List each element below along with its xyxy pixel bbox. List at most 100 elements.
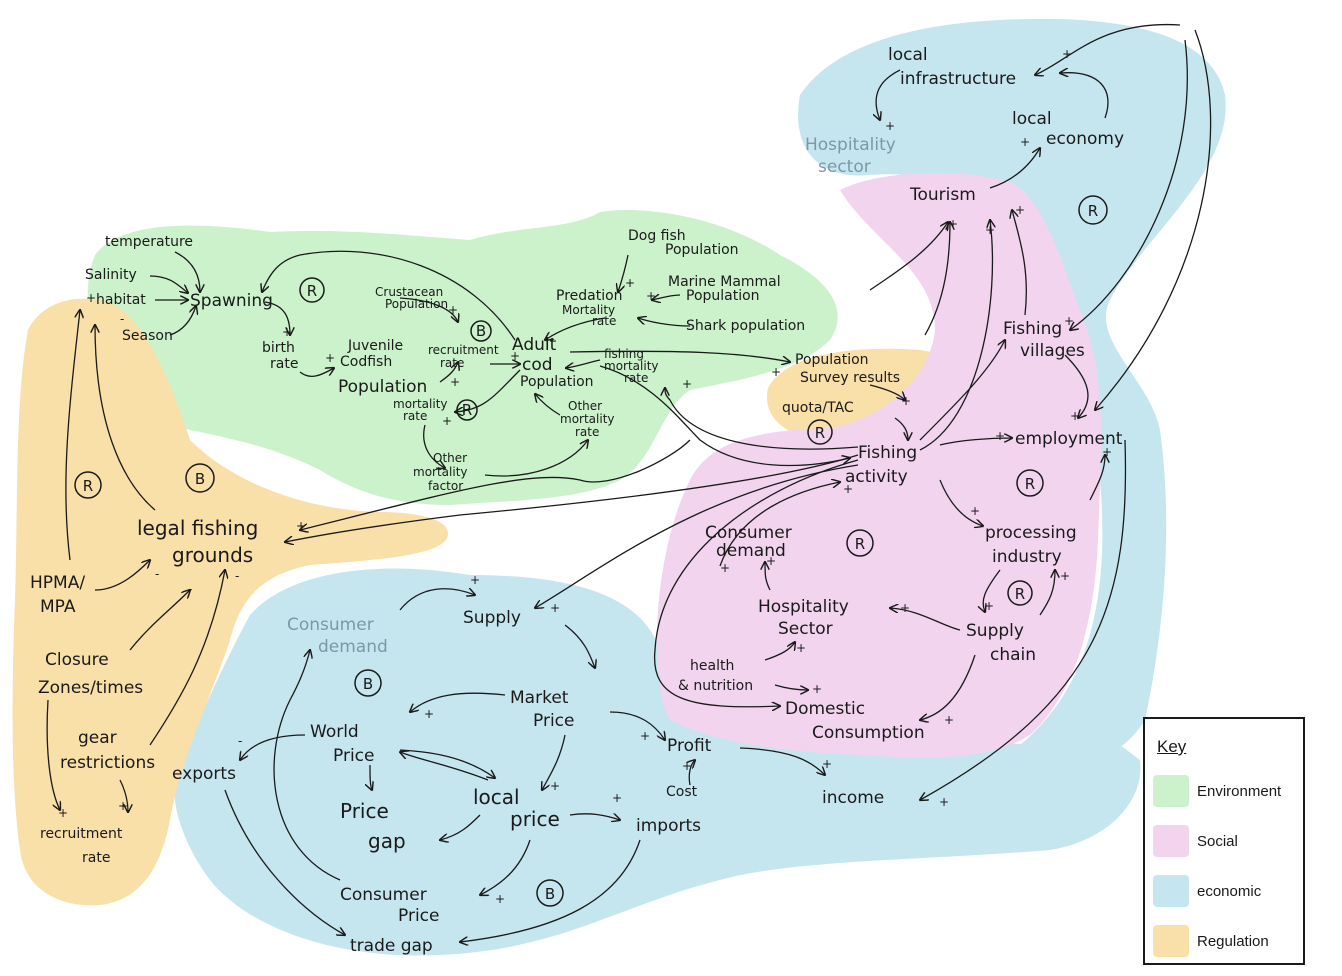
local-economy-label: local (1012, 109, 1052, 129)
plus-sign: + (944, 713, 954, 727)
other-mortality-rate-label: Other (568, 399, 602, 413)
minus-sign: - (188, 582, 192, 596)
regulation-labels: Population Survey results quota/TAC lega… (30, 352, 900, 866)
legend-label: economic (1197, 883, 1262, 900)
economic-region-top (798, 18, 1226, 767)
plus-sign: + (442, 414, 452, 428)
plus-sign: + (640, 729, 650, 743)
crustacean-population-label: Population (385, 297, 448, 311)
dogfish-label: Dog fish (628, 228, 686, 244)
loop-marker: R (1016, 469, 1044, 497)
supply-chain-label: chain (990, 645, 1036, 665)
economic-bottom-labels: Consumer demand Supply Market Price Worl… (172, 608, 884, 956)
plus-sign: + (901, 394, 911, 408)
legend-item-economic: economic (1153, 875, 1303, 915)
local-price-label: price (510, 807, 560, 831)
economic-region-bottom (174, 568, 1141, 956)
plus-sign: + (625, 276, 635, 290)
plus-sign: + (612, 791, 622, 805)
birth-rate-label: birth (262, 340, 295, 356)
domestic-consumption-label: Domestic (785, 699, 865, 719)
world-price-label: World (310, 722, 359, 742)
plus-sign: + (812, 682, 822, 696)
loop-marker: B (470, 320, 492, 342)
plus-sign: + (985, 223, 995, 237)
legend: Key Environment Social economic Regulati… (1143, 717, 1305, 965)
price-gap-label: Price (340, 799, 389, 823)
legend-swatch (1153, 875, 1189, 907)
market-price-label: Price (533, 711, 574, 731)
plus-sign: + (939, 795, 949, 809)
loop-label: R (307, 282, 317, 300)
consumer-demand-social-label: demand (716, 541, 786, 561)
plus-sign: + (58, 806, 68, 820)
consumer-demand-economic-label: Consumer (287, 615, 374, 635)
loop-label: R (1015, 585, 1025, 603)
loop-label: R (1025, 475, 1035, 493)
minus-sign: - (120, 312, 124, 326)
plus-sign: + (1062, 47, 1072, 61)
processing-industry-label: industry (992, 547, 1062, 567)
loop-marker: R (807, 419, 833, 445)
legend-swatch (1153, 825, 1189, 857)
loop-marker: B (536, 879, 564, 907)
tourism-label: Tourism (909, 185, 976, 205)
temperature-label: temperature (105, 234, 193, 250)
juvenile-codfish-label: Population (338, 377, 427, 397)
plus-sign: + (682, 759, 692, 773)
legend-label: Environment (1197, 783, 1282, 800)
loop-label: B (195, 470, 205, 488)
legend-title: Key (1157, 737, 1187, 756)
loop-marker: R (846, 529, 874, 557)
hospitality-sector-label: Sector (778, 619, 833, 639)
fishing-villages-label: Fishing (1003, 319, 1062, 339)
edges (46, 23, 1212, 942)
loop-label: R (855, 535, 865, 553)
domestic-consumption-label: Consumption (812, 723, 925, 743)
juvenile-codfish-label: Juvenile (347, 338, 403, 354)
plus-sign: + (550, 779, 560, 793)
minus-sign: - (155, 567, 159, 581)
other-mortality-factor-label: factor (428, 479, 463, 493)
other-mortality-factor-label: mortality (413, 465, 468, 479)
plus-sign: + (646, 289, 656, 303)
plus-sign: + (885, 119, 895, 133)
legend-item-social: Social (1153, 825, 1303, 865)
exports-label: exports (172, 764, 236, 784)
plus-sign: + (995, 429, 1005, 443)
hpma-label: MPA (40, 597, 76, 617)
closure-label: Closure (45, 650, 109, 670)
loop-label: R (462, 401, 472, 419)
loop-marker: R (74, 471, 102, 499)
plus-sign: + (296, 519, 306, 533)
predation-label: Mortality (562, 303, 615, 317)
consumer-demand-economic-label: demand (318, 637, 388, 657)
loop-label: B (545, 885, 555, 903)
profit-label: Profit (667, 736, 712, 756)
plus-sign: + (1070, 409, 1080, 423)
plus-sign: + (424, 707, 434, 721)
plus-sign: + (970, 504, 980, 518)
plus-sign: + (822, 757, 832, 771)
plus-sign: + (282, 325, 292, 339)
juvenile-codfish-label: Codfish (340, 354, 392, 370)
mortality-rate-label: rate (403, 409, 427, 423)
plus-sign: + (118, 799, 128, 813)
legal-fishing-label: legal fishing (137, 516, 258, 540)
plus-sign: + (720, 561, 730, 575)
marine-mammal-label: Marine Mammal (668, 274, 781, 290)
social-labels: Tourism Fishing villages Fishing activit… (678, 185, 1123, 743)
hospitality-sector-label: Hospitality (758, 597, 849, 617)
minus-sign: - (235, 569, 239, 583)
plus-sign: + (682, 377, 692, 391)
closure-label: Zones/times (38, 678, 143, 698)
loop-marker: B (185, 463, 215, 493)
plus-sign: + (450, 375, 460, 389)
plus-sign: + (796, 641, 806, 655)
loop-label: R (815, 424, 825, 442)
plus-sign: + (448, 303, 458, 317)
plus-sign: + (984, 599, 994, 613)
consumer-price-label: Price (398, 906, 439, 926)
survey-results-label: Population (795, 352, 869, 368)
mortality-rate-label: mortality (393, 397, 448, 411)
